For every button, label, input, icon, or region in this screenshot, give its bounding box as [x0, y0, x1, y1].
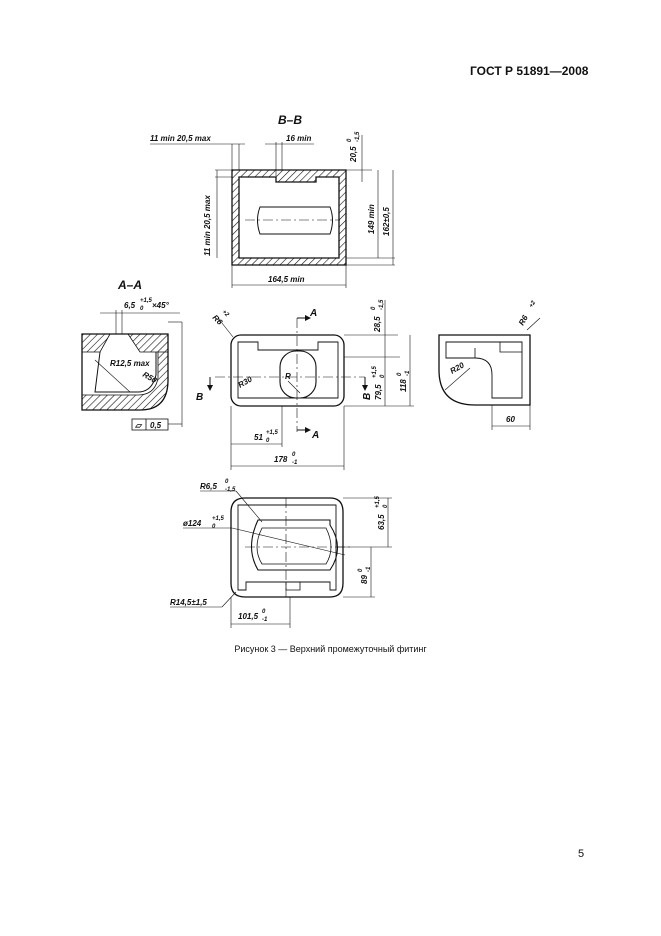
- aa-dim-r125: R12,5 max: [110, 359, 150, 368]
- side-view-outline: [438, 334, 531, 406]
- bb-dim-bottom: 164,5 min: [268, 275, 305, 284]
- svg-text:0: 0: [347, 138, 353, 142]
- svg-text:+1,5: +1,5: [140, 298, 153, 304]
- bottom-view-outline: [230, 497, 344, 598]
- svg-text:0: 0: [140, 306, 144, 312]
- svg-text:+1,5: +1,5: [375, 495, 381, 508]
- svg-text:0: 0: [380, 374, 386, 378]
- main-dim-118: 118: [399, 379, 408, 392]
- svg-text:0: 0: [397, 372, 403, 376]
- aa-flatness-value: 0,5: [150, 421, 162, 430]
- svg-text:0: 0: [358, 568, 364, 572]
- aa-flatness-frame: [131, 418, 169, 431]
- svg-text:+1,5: +1,5: [266, 430, 279, 436]
- main-label-a-top: A: [309, 308, 317, 319]
- section-bb: B–B 11 min 20,5 max 16 min 20,5 0 -1,5 1…: [150, 113, 395, 288]
- bottom-view: R6,5 0 -1,5 ø124 +1,5 0 63,5 +1,5 0 89 0…: [170, 479, 392, 628]
- svg-text:0: 0: [212, 524, 216, 530]
- main-label-b-right: B: [362, 393, 373, 400]
- bottom-dim-124: ø124: [183, 519, 202, 528]
- svg-text:0: 0: [266, 438, 270, 444]
- main-dim-795: 79,5: [374, 384, 383, 400]
- side-dim-60: 60: [506, 415, 515, 424]
- figure-caption: Рисунок 3 — Верхний промежуточный фитинг: [234, 644, 427, 654]
- page-number: 5: [578, 848, 585, 860]
- svg-text:0: 0: [383, 504, 389, 508]
- side-dim-r6: R6: [517, 313, 530, 327]
- main-view-outline: [230, 334, 345, 407]
- section-aa: A–A R12,5 max R50 6,5 +1,5 0 ×45° ▱ 0,5: [81, 278, 183, 431]
- section-aa-title: A–A: [117, 278, 142, 292]
- bb-dim-wall-top: 20,5: [349, 146, 358, 163]
- bb-dim-slot: 16 min: [286, 134, 311, 143]
- svg-text:+1,5: +1,5: [212, 516, 225, 522]
- bb-dim-149: 149 min: [367, 204, 376, 234]
- bottom-dim-r65: R6,5: [200, 482, 217, 491]
- section-bb-title: B–B: [278, 113, 302, 127]
- section-bb-window: [257, 206, 333, 235]
- svg-text:0: 0: [371, 306, 377, 310]
- svg-text:+2: +2: [529, 300, 538, 309]
- svg-text:-1,5: -1,5: [379, 299, 385, 310]
- main-dim-28: 28,5: [373, 316, 382, 333]
- main-view-window: [279, 350, 317, 399]
- main-dim-r30: R30: [237, 374, 255, 389]
- section-bb-wall: [231, 169, 347, 266]
- main-dim-r: R: [285, 372, 291, 381]
- bb-dim-162: 162±0,5: [382, 207, 391, 236]
- svg-text:-1: -1: [262, 617, 268, 623]
- main-dim-51: 51: [254, 433, 263, 442]
- side-view: R6 +2 R20 60: [438, 300, 541, 430]
- bottom-dim-1015: 101,5: [238, 612, 259, 621]
- aa-flatness-symbol: ▱: [134, 421, 143, 430]
- svg-text:0: 0: [292, 452, 296, 458]
- svg-text:+1,5: +1,5: [372, 365, 378, 378]
- bottom-dim-r145: R14,5±1,5: [170, 598, 207, 607]
- svg-text:+2: +2: [221, 309, 231, 319]
- main-label-a-bottom: A: [311, 430, 319, 441]
- svg-text:-1: -1: [405, 370, 411, 376]
- main-dim-178: 178: [274, 455, 288, 464]
- bb-dim-top: 11 min 20,5 max: [150, 134, 211, 143]
- svg-text:0: 0: [225, 479, 229, 485]
- svg-text:-1: -1: [292, 460, 298, 466]
- standard-number: ГОСТ Р 51891—2008: [470, 64, 589, 78]
- bottom-dim-89: 89: [360, 575, 369, 584]
- main-view: A A B B R6 +2 R30 R 28,5 0 -1,5 79,5 +1,…: [196, 299, 414, 470]
- main-label-b-left: B: [196, 392, 203, 403]
- bb-dim-side: 11 min 20,5 max: [203, 195, 212, 256]
- svg-text:×45°: ×45°: [152, 301, 170, 310]
- section-aa-hatch: [81, 333, 169, 411]
- svg-text:-1,5: -1,5: [355, 131, 361, 142]
- svg-text:-1,5: -1,5: [225, 487, 236, 493]
- bottom-dim-635: 63,5: [377, 514, 386, 530]
- svg-text:0: 0: [262, 609, 266, 615]
- svg-text:-1: -1: [366, 566, 372, 572]
- aa-dim-chamfer: 6,5: [124, 301, 136, 310]
